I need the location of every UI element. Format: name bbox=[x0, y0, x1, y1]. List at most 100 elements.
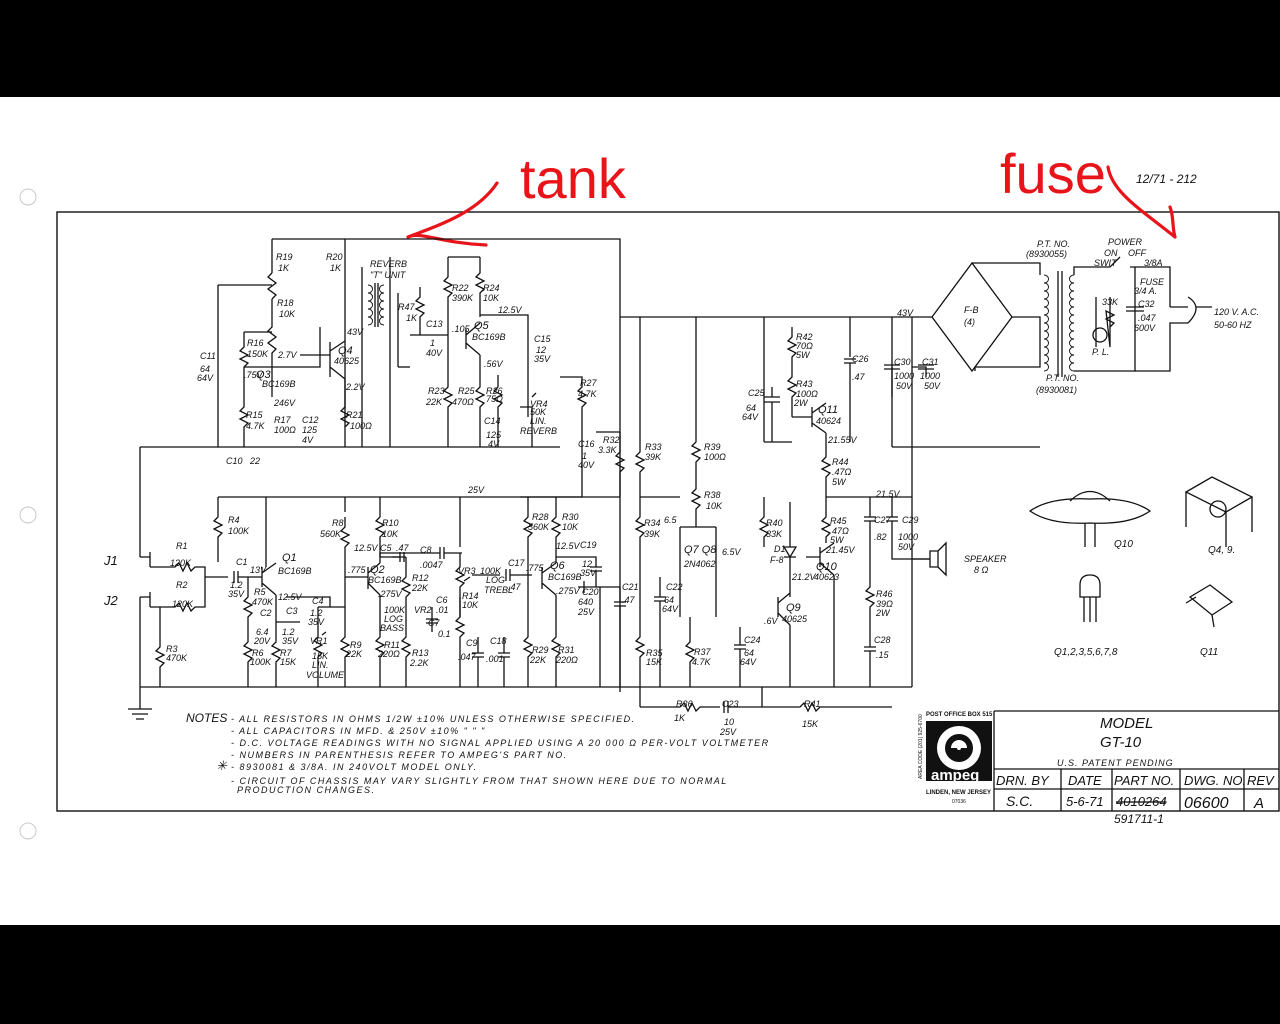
label-r4: R4 bbox=[228, 515, 240, 525]
value-r20: 1K bbox=[330, 263, 342, 273]
label-r23: R23 bbox=[428, 386, 445, 396]
label-r47: R47 bbox=[398, 302, 416, 312]
speaker-impedance: 8 Ω bbox=[974, 565, 989, 575]
value-c6: .01 bbox=[436, 605, 449, 615]
value-vr3: 100K bbox=[480, 566, 502, 576]
label-r11: R11 bbox=[384, 640, 400, 650]
label-c18: C18 bbox=[490, 636, 507, 646]
voltage: 25V bbox=[467, 485, 485, 495]
tank-annotation: tank bbox=[520, 147, 627, 210]
rating-c30: 50V bbox=[896, 381, 913, 391]
label-r15: R15 bbox=[246, 410, 264, 420]
rating-c20: 25V bbox=[577, 607, 595, 617]
label-fuse: FUSE bbox=[1140, 277, 1165, 287]
value-r10: 10K bbox=[382, 529, 399, 539]
label-c10: C10 bbox=[226, 456, 243, 466]
value-r34: 39K bbox=[644, 529, 661, 539]
voltage: 21.45V bbox=[825, 545, 856, 555]
label-q2: Q2 bbox=[370, 564, 385, 576]
note-line: - ALL RESISTORS IN OHMS 1/2W ±10% UNLESS… bbox=[231, 714, 636, 724]
label-r30: R30 bbox=[562, 512, 579, 522]
value-r27: 4.7K bbox=[578, 389, 598, 399]
value-r3: 470K bbox=[166, 653, 188, 663]
title-block: MODEL GT-10 U.S. PATENT PENDING DRN. BY … bbox=[993, 710, 1279, 826]
value-r37: 4.7K bbox=[692, 657, 712, 667]
voltage: .56V bbox=[484, 359, 504, 369]
label-c7: C7 bbox=[428, 618, 440, 628]
value-c13: 1 bbox=[430, 338, 435, 348]
value-dwg-no: 06600 bbox=[1184, 795, 1229, 812]
value-part-no: 4010264 bbox=[1116, 794, 1167, 809]
label-power: POWER bbox=[1108, 237, 1143, 247]
speaker-label: SPEAKER bbox=[964, 554, 1007, 564]
value-c18: .001 bbox=[486, 654, 504, 664]
label-vr2: VR2 bbox=[414, 605, 432, 615]
note-line: - 8930081 & 3/8A. IN 240VOLT MODEL ONLY. bbox=[231, 762, 478, 772]
binder-hole bbox=[19, 506, 37, 524]
value-r12: 22K bbox=[411, 583, 429, 593]
label-r7: R7 bbox=[280, 648, 292, 658]
type-q5: BC169B bbox=[472, 332, 506, 342]
label-r29: R29 bbox=[532, 645, 549, 655]
note-line: PRODUCTION CHANGES. bbox=[237, 785, 376, 795]
ampeg-logo-icon bbox=[945, 734, 974, 762]
label-c31: C31 bbox=[922, 357, 939, 367]
value-c21: .47 bbox=[622, 595, 636, 605]
label-vr3: VR3 bbox=[458, 566, 476, 576]
label-r13: R13 bbox=[412, 648, 429, 658]
rating-c16: 40V bbox=[578, 460, 595, 470]
name-vr3: TREBL bbox=[484, 585, 513, 595]
package-label-small-signal: Q1,2,3,5,6,7,8 bbox=[1054, 647, 1118, 658]
value-c29: 1000 bbox=[898, 532, 918, 542]
label-q10: Q10 bbox=[816, 561, 838, 573]
value-r6: 100K bbox=[250, 657, 272, 667]
header-rev: REV bbox=[1247, 773, 1275, 788]
rating-c29: 50V bbox=[898, 542, 915, 552]
voltage: 43V bbox=[347, 327, 364, 337]
city: LINDEN, NEW JERSEY bbox=[926, 790, 991, 796]
reverb-label-1: REVERB bbox=[370, 259, 407, 269]
label-fb: F-B bbox=[964, 305, 979, 315]
label-q1: Q1 bbox=[282, 552, 297, 564]
po-box: POST OFFICE BOX 515 bbox=[926, 712, 993, 718]
watt-r45: 5W bbox=[830, 535, 845, 545]
jack-j1[interactable]: J1 bbox=[103, 553, 118, 568]
value-c32: .047 bbox=[1138, 313, 1157, 323]
jack-j2[interactable]: J2 bbox=[103, 593, 119, 608]
label-r16: R16 bbox=[247, 338, 264, 348]
type-q4: 40625 bbox=[334, 356, 360, 366]
value-c4: 1.2 bbox=[310, 608, 323, 618]
rating-c3: 35V bbox=[282, 636, 299, 646]
schematic-sheet: tank fuse 12/71 - 212 bbox=[0, 97, 1280, 925]
voltage: 12.5V bbox=[354, 543, 379, 553]
label-r3: R3 bbox=[166, 644, 178, 654]
value-fuse: 3/4 A. bbox=[1134, 286, 1157, 296]
label-q6: Q6 bbox=[550, 560, 566, 572]
value-vr1: 15K bbox=[312, 651, 329, 661]
voltage-readings: 43V 43V 2.7V .75V 2.2V 246V .105 12.5V .… bbox=[244, 305, 914, 626]
label-c9: C9 bbox=[466, 638, 478, 648]
label-c2: C2 bbox=[260, 608, 272, 618]
value-c25: 64 bbox=[746, 403, 756, 413]
rating-c32: 600V bbox=[1134, 323, 1156, 333]
value-r11: 220Ω bbox=[377, 649, 400, 659]
rating-c11: 64V bbox=[197, 373, 214, 383]
label-c29: C29 bbox=[902, 515, 919, 525]
label-c28: C28 bbox=[874, 635, 891, 645]
label-q9: Q9 bbox=[786, 602, 801, 614]
label-q11: Q11 bbox=[818, 404, 838, 416]
note-line: - D.C. VOLTAGE READINGS WITH NO SIGNAL A… bbox=[231, 738, 770, 748]
label-c6: C6 bbox=[436, 595, 448, 605]
value-r35: 15K bbox=[646, 657, 663, 667]
label-r37: R37 bbox=[694, 647, 712, 657]
label-r21: R21 bbox=[346, 410, 363, 420]
value-c12: 125 bbox=[302, 425, 318, 435]
rating-c4: 35V bbox=[308, 617, 325, 627]
rating-c14: 4V bbox=[488, 439, 500, 449]
label-c24: C24 bbox=[744, 635, 761, 645]
rating-c12: 4V bbox=[302, 435, 314, 445]
value-r7: 15K bbox=[280, 657, 297, 667]
label-c19: C19 bbox=[580, 540, 597, 550]
type-d1: F-8 bbox=[770, 555, 784, 565]
fuse-annotation: fuse bbox=[1000, 142, 1106, 205]
